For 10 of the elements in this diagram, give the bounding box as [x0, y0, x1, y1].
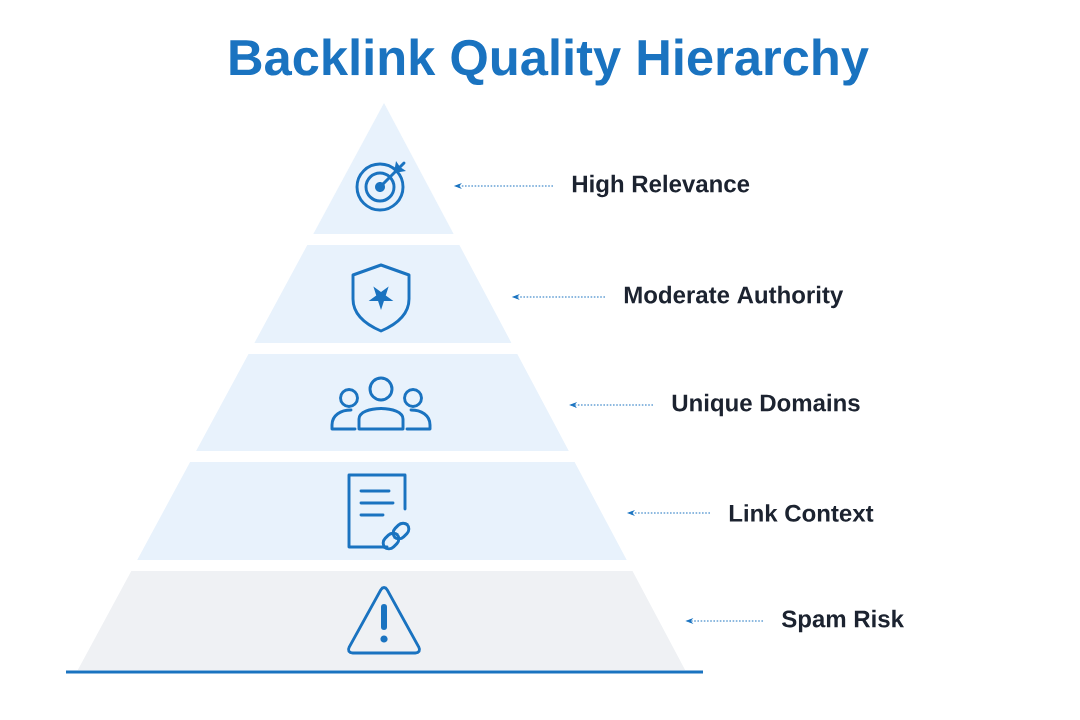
level-label: Moderate Authority [624, 285, 844, 309]
level-label: Unique Domains [672, 393, 860, 417]
pyramid-band [137, 462, 627, 560]
level-label: High Relevance [572, 174, 750, 198]
level-label: Link Context [729, 504, 874, 522]
title: Backlink Quality Hierarchy [230, 38, 869, 86]
level-label: Spam Risk [781, 609, 904, 633]
pyramid-band [313, 103, 454, 234]
pyramid-band [196, 354, 569, 451]
pyramid-band [254, 245, 512, 343]
